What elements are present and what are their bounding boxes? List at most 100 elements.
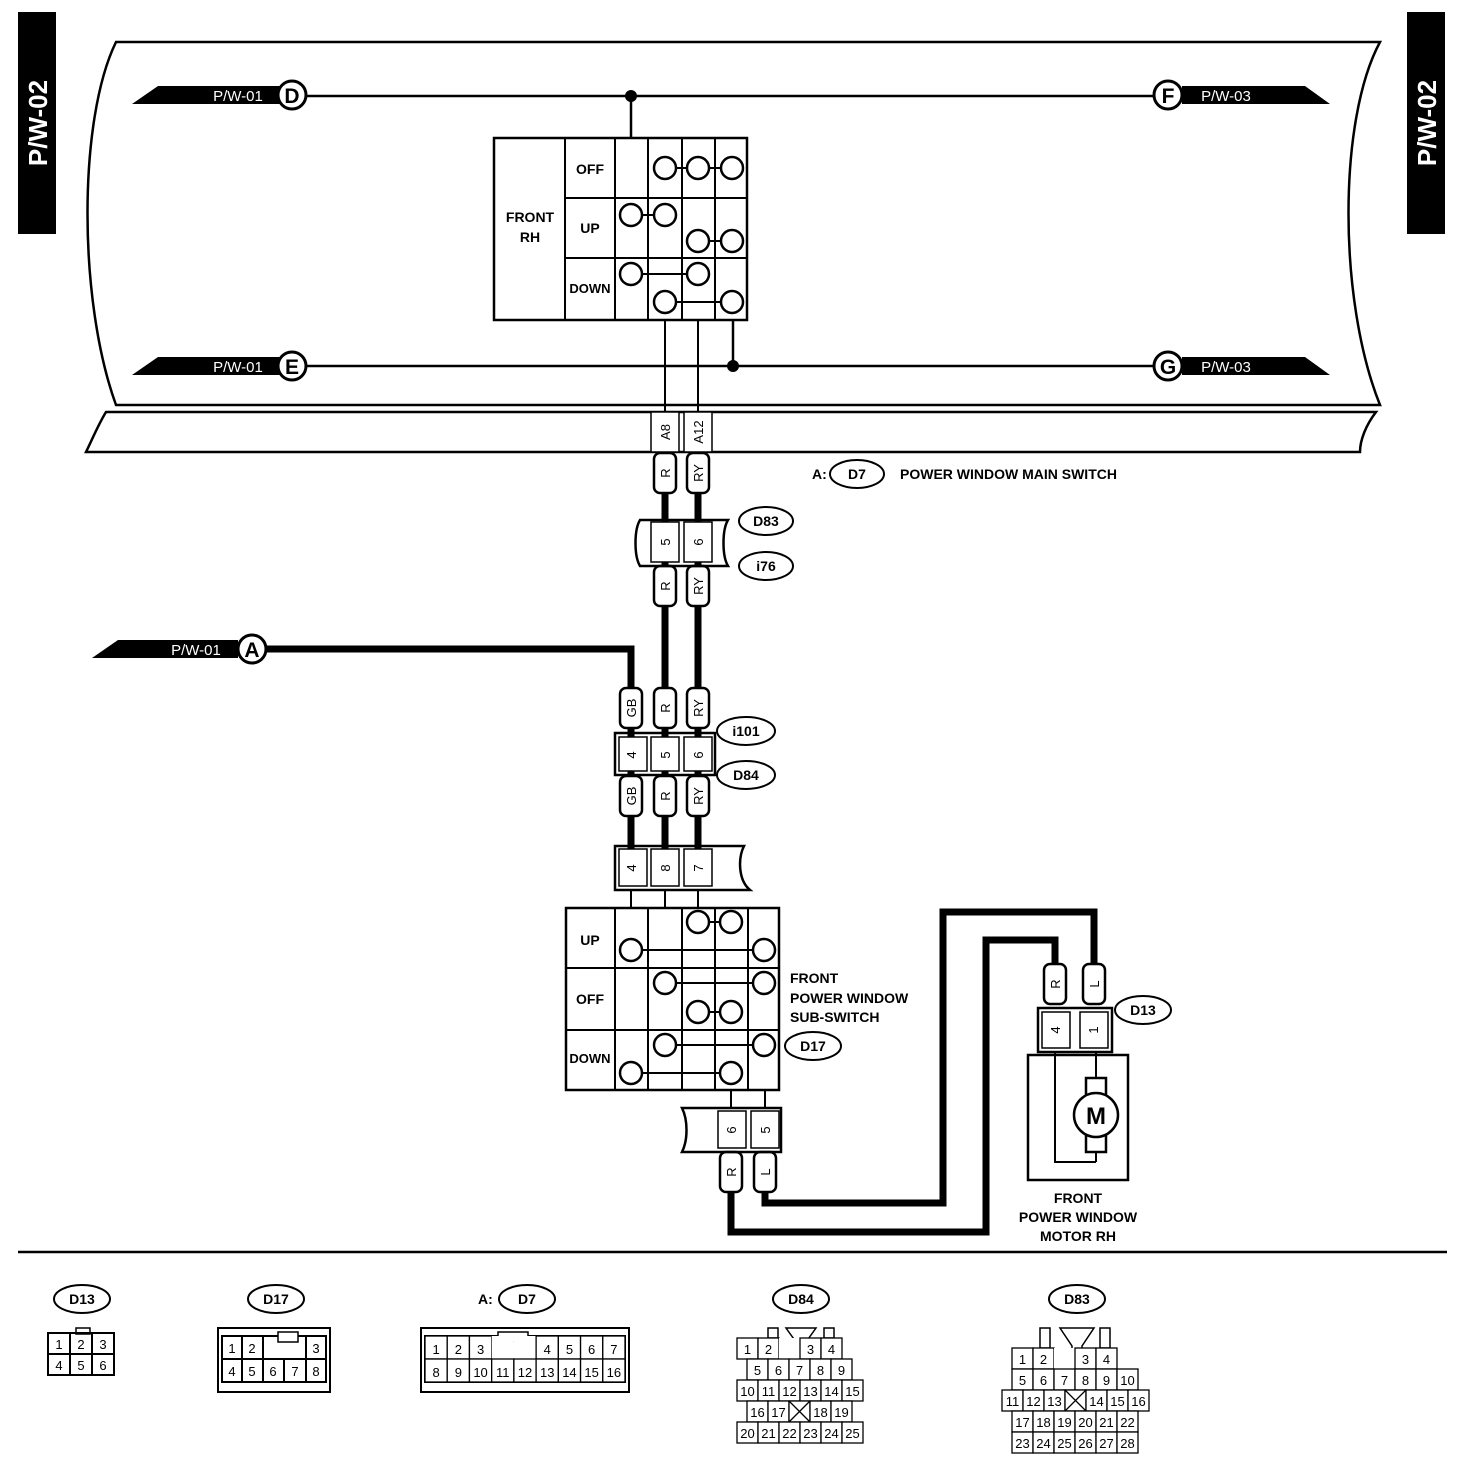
connector-pin-label: 16 [607, 1365, 621, 1380]
connector-pin-label: 19 [834, 1405, 848, 1420]
connector-pin-label: 21 [1099, 1415, 1113, 1430]
connector-pin-label: 17 [771, 1405, 785, 1420]
page-tag-right: P/W-02 [1407, 12, 1445, 234]
svg-text:L: L [758, 1168, 773, 1175]
svg-text:F: F [1162, 85, 1175, 108]
svg-text:A:: A: [812, 466, 827, 482]
connector-i101-d84: 4 5 6 i101 D84 [613, 716, 776, 790]
page-tag-left: P/W-02 [18, 12, 56, 234]
connector-pin-cell [1054, 1348, 1075, 1369]
connector-pin-label: 28 [1120, 1436, 1134, 1451]
svg-text:POWER WINDOW: POWER WINDOW [1019, 1209, 1138, 1225]
svg-text:A: A [244, 639, 259, 662]
connector-pin-label: 8 [432, 1365, 439, 1380]
svg-text:3: 3 [99, 1337, 106, 1352]
svg-text:6: 6 [724, 1126, 739, 1133]
svg-text:P/W-01: P/W-01 [213, 359, 263, 376]
svg-text:MOTOR RH: MOTOR RH [1040, 1228, 1116, 1244]
connector-pin-label: 3 [1082, 1352, 1089, 1367]
connector-pin-cell [841, 1421, 864, 1444]
svg-text:D83: D83 [753, 513, 779, 529]
wire-color-tags: R RY R RY GB R RY GB R RY R L R L [618, 451, 1107, 1194]
svg-text:D83: D83 [1064, 1291, 1090, 1307]
connector-pin-label: 5 [754, 1363, 761, 1378]
sub-switch: UP OFF DOWN [564, 906, 781, 1092]
offpage-ref-a: P/W-01 A [92, 633, 268, 665]
svg-text:UP: UP [580, 932, 599, 948]
svg-text:D7: D7 [518, 1291, 536, 1307]
connector-pin-label: 20 [740, 1426, 754, 1441]
connector-pin-label: 9 [1103, 1373, 1110, 1388]
svg-text:4: 4 [228, 1364, 235, 1379]
offpage-ref-g: P/W-03 G [1152, 350, 1330, 382]
svg-text:5: 5 [658, 751, 673, 758]
svg-text:5: 5 [248, 1364, 255, 1379]
connector-pin-label: 9 [838, 1363, 845, 1378]
connector-pin-label: 4 [828, 1342, 835, 1357]
svg-text:R: R [658, 468, 673, 477]
svg-text:A:: A: [478, 1291, 493, 1307]
svg-text:P/W-03: P/W-03 [1201, 88, 1251, 105]
connector-face-d13: D13 1 2 3 4 5 6 [47, 1284, 115, 1376]
switch-panel-outline [83, 40, 1383, 454]
connector-pin-label: 10 [1120, 1373, 1134, 1388]
connector-pin-label: 1 [744, 1342, 751, 1357]
svg-text:6: 6 [269, 1364, 276, 1379]
svg-text:8: 8 [658, 864, 673, 871]
svg-text:5: 5 [758, 1126, 773, 1133]
svg-text:DOWN: DOWN [569, 1051, 610, 1066]
connector-pin-label: 14 [1089, 1394, 1103, 1409]
connector-pin-label: 7 [796, 1363, 803, 1378]
connector-pin-label: 13 [803, 1384, 817, 1399]
svg-text:D17: D17 [800, 1038, 826, 1054]
svg-text:POWER WINDOW MAIN SWITCH: POWER WINDOW MAIN SWITCH [900, 466, 1117, 482]
connector-pin-label: 8 [817, 1363, 824, 1378]
svg-text:8: 8 [312, 1364, 319, 1379]
svg-text:G: G [1160, 356, 1176, 379]
connector-pin-label: 25 [845, 1426, 859, 1441]
svg-text:FRONT: FRONT [790, 970, 839, 986]
sub-switch-connector-label: D17 [784, 1031, 842, 1061]
connector-pin-label: 6 [775, 1363, 782, 1378]
connector-pin-label: 10 [740, 1384, 754, 1399]
connector-pin-label: 5 [1019, 1373, 1026, 1388]
connector-pin-label: 13 [540, 1365, 554, 1380]
connector-pin-label: 16 [1131, 1394, 1145, 1409]
svg-text:7: 7 [291, 1364, 298, 1379]
connector-pin-label: 8 [1082, 1373, 1089, 1388]
svg-text:FRONT: FRONT [1054, 1190, 1103, 1206]
connector-pin-label: 11 [762, 1384, 776, 1399]
blank-pin-cross [1064, 1389, 1087, 1412]
connector-face-d17: D17 1 2 3 4 5 6 7 8 [217, 1284, 331, 1393]
svg-text:UP: UP [580, 220, 599, 236]
connector-pin-label: 6 [588, 1342, 595, 1357]
connector-pin-label: 17 [1015, 1415, 1029, 1430]
connector-pin-label: 16 [750, 1405, 764, 1420]
connector-pin-label: 3 [807, 1342, 814, 1357]
connector-pin-label: 15 [584, 1365, 598, 1380]
svg-text:M: M [1086, 1103, 1106, 1130]
connector-pin-label: 24 [824, 1426, 838, 1441]
svg-text:1: 1 [55, 1337, 62, 1352]
connector-pin-label: 15 [1110, 1394, 1124, 1409]
connector-pin-label: 1 [432, 1342, 439, 1357]
wires [266, 452, 1098, 1236]
connector-pin-label: 22 [1120, 1415, 1134, 1430]
svg-text:D13: D13 [1130, 1002, 1156, 1018]
svg-text:P/W-01: P/W-01 [213, 88, 263, 105]
offpage-ref-d: P/W-01 D [132, 79, 308, 111]
svg-text:R: R [724, 1167, 739, 1176]
svg-text:L: L [1087, 980, 1102, 987]
svg-text:OFF: OFF [576, 991, 604, 1007]
svg-text:RY: RY [691, 464, 706, 482]
svg-text:6: 6 [691, 538, 706, 545]
connector-pin-label: 23 [803, 1426, 817, 1441]
connector-pin-label: 1 [1019, 1352, 1026, 1367]
svg-text:2: 2 [77, 1337, 84, 1352]
svg-text:D84: D84 [733, 767, 759, 783]
connector-pin-label: 11 [1006, 1394, 1020, 1409]
svg-text:A8: A8 [658, 424, 673, 440]
